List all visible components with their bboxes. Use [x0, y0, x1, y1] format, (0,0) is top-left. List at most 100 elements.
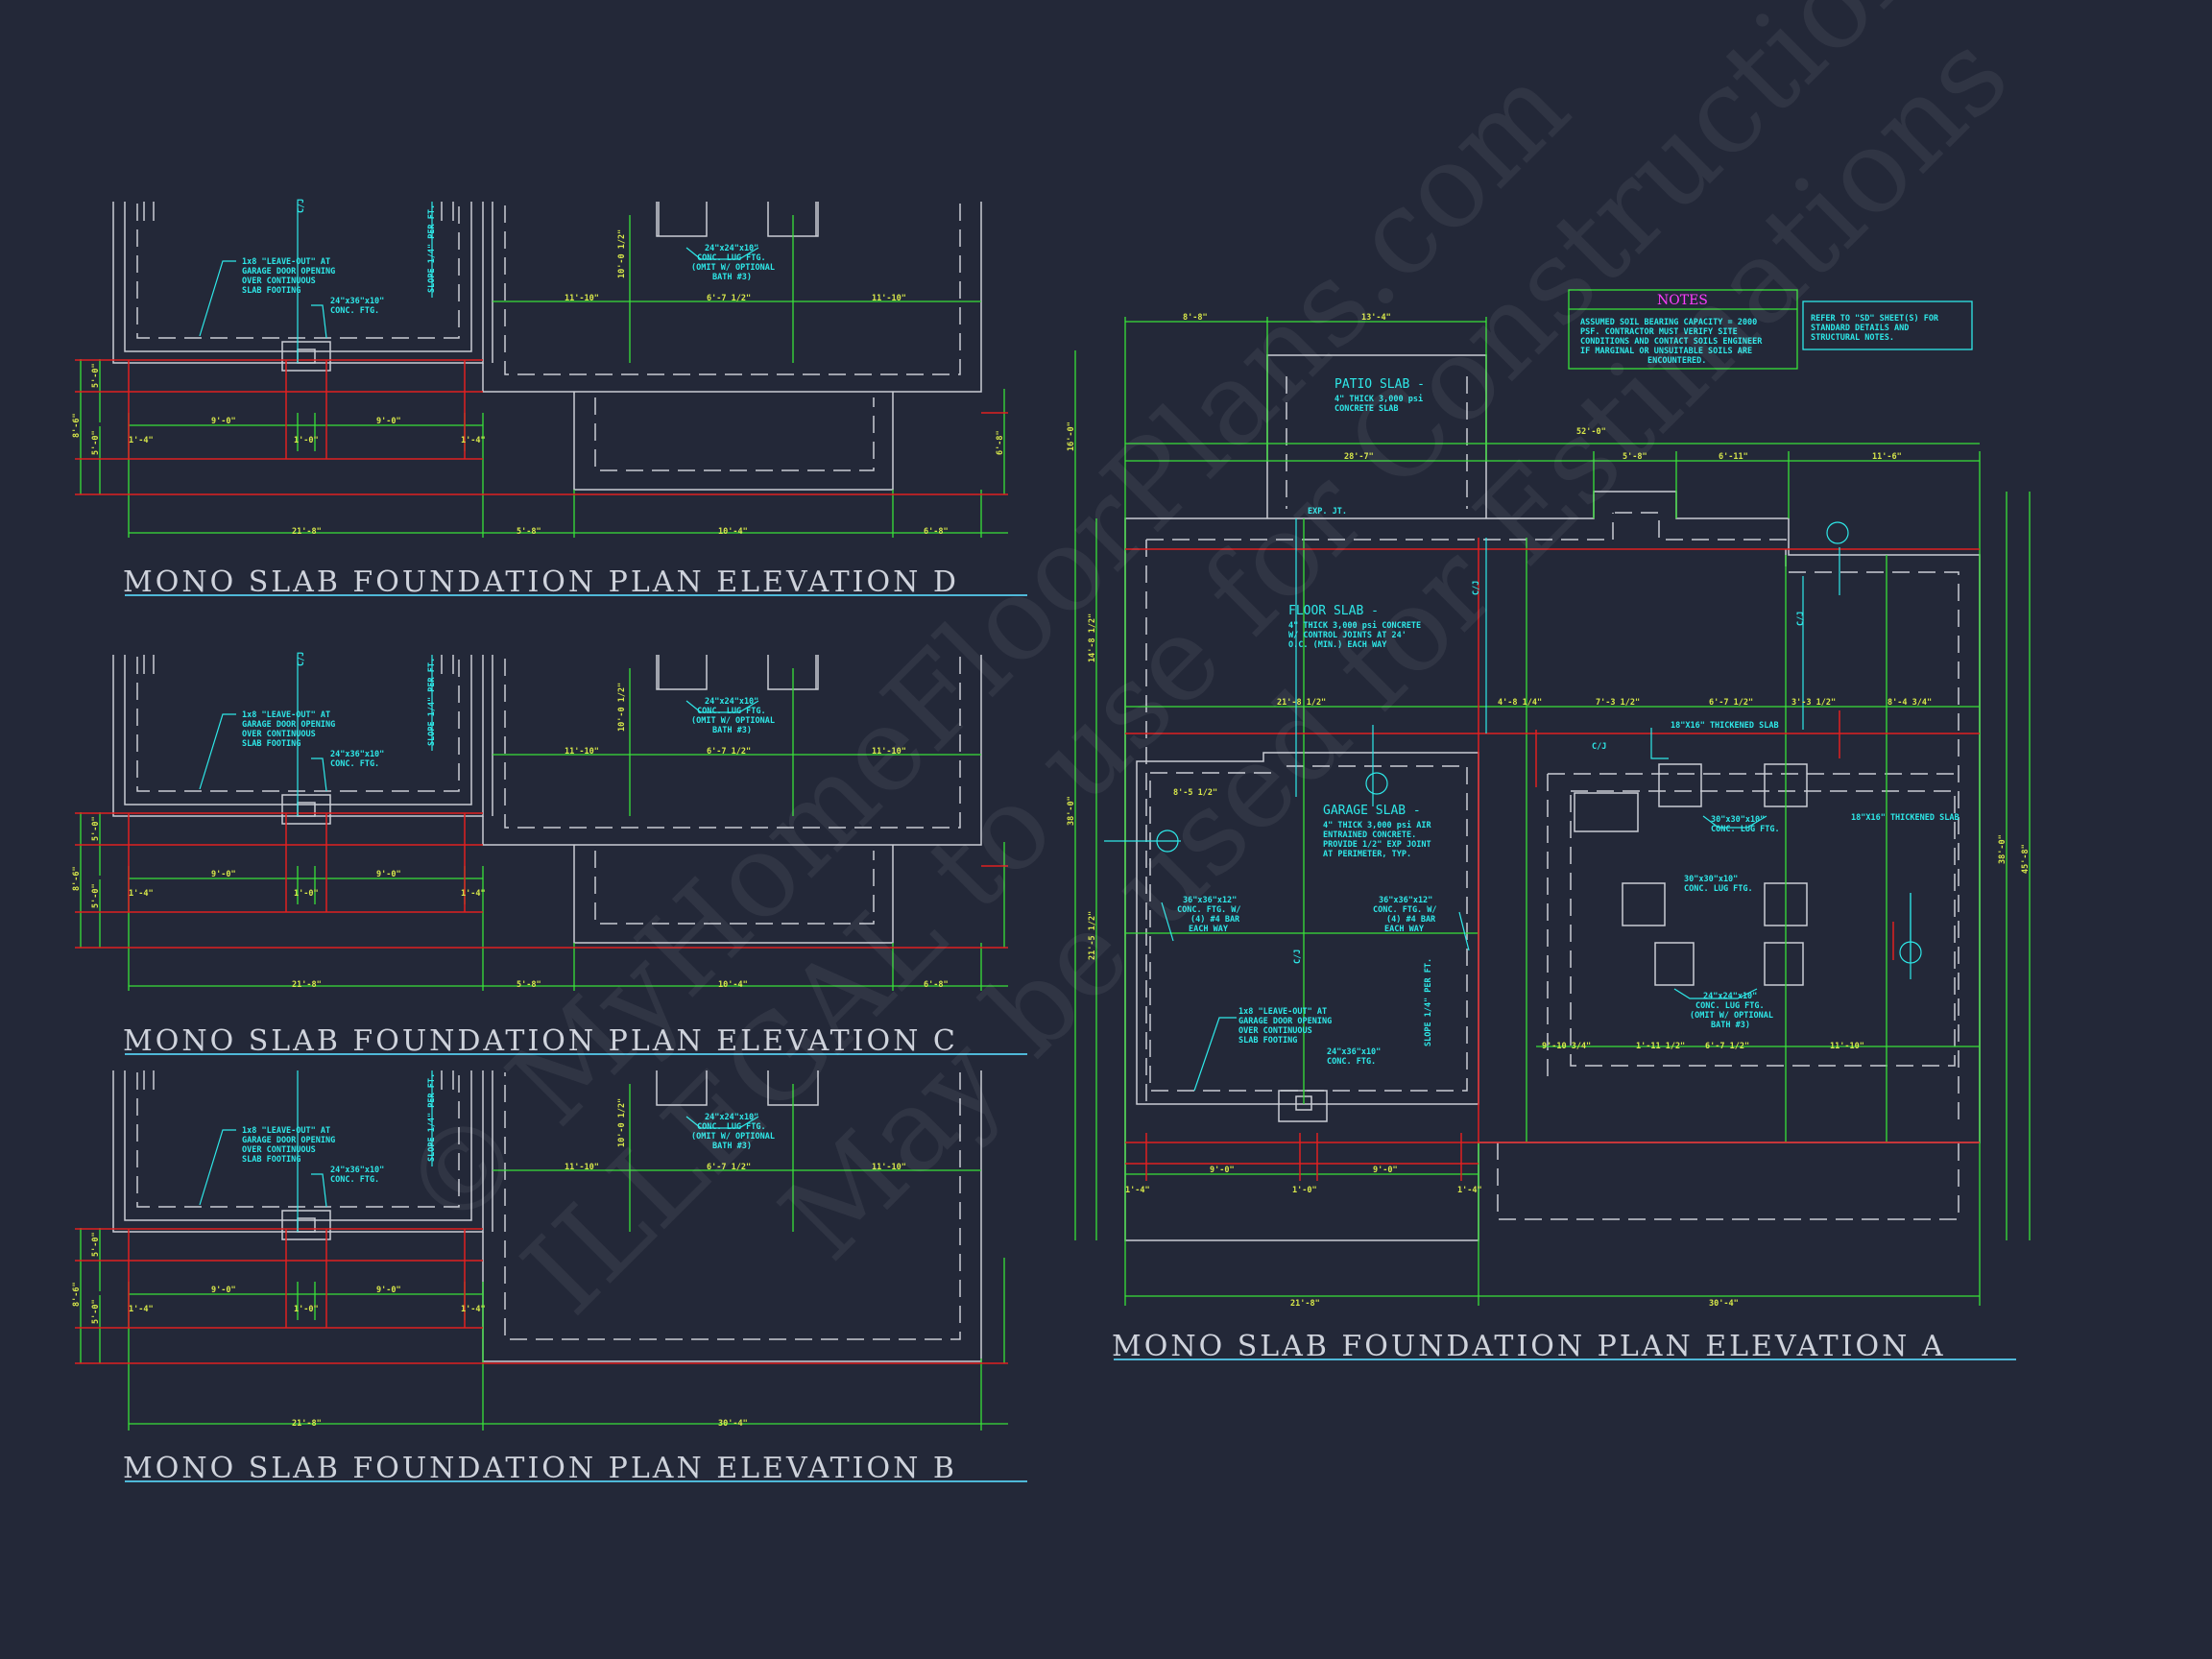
leave-out-a-line-4: SLAB FOOTING — [1238, 1036, 1297, 1046]
dim-10-0-half: 10'-0 1/2" — [617, 229, 627, 278]
dim-11-10-left: 11'-10" — [565, 747, 599, 757]
dim-1-0: 1'-0" — [294, 889, 319, 899]
slope-note: SLOPE 1/4" PER FT. — [427, 1073, 437, 1162]
footing-36-right-line-4: EACH WAY — [1384, 925, 1425, 934]
dim-5-8-a: 5'-8" — [1623, 452, 1647, 462]
dim-6-7-a-lower: 6'-7 1/2" — [1705, 1042, 1749, 1051]
dim-11-10-right: 11'-10" — [872, 747, 906, 757]
lug-footing-note-line-2: CONC. LUG FTG. — [697, 1122, 766, 1132]
dim-11-10-right: 11'-10" — [872, 294, 906, 303]
dim-1-0-a: 1'-0" — [1292, 1186, 1317, 1195]
cj-label-a-1: C/J — [1472, 581, 1481, 595]
dim-8-6-vertical: 8'-6" — [72, 866, 82, 891]
footing-note-line-1: 24"x36"x10" — [330, 297, 384, 306]
lug-30-upper-line-2: CONC. LUG FTG. — [1711, 825, 1780, 834]
dim-6-7-half: 6'-7 1/2" — [707, 1163, 751, 1172]
leave-out-a-line-3: OVER CONTINUOUS — [1238, 1026, 1312, 1036]
slope-note: SLOPE 1/4" PER FT. — [427, 658, 437, 746]
garage-slab-line-3: PROVIDE 1/2" EXP JOINT — [1323, 840, 1431, 850]
dim-1-4-right: 1'-4" — [461, 889, 486, 899]
dim-4-8: 4'-8 1/4" — [1498, 698, 1542, 708]
garage-slab-title: GARAGE SLAB - — [1323, 804, 1421, 818]
watermark: © MyHomeFloorPlans.com ILLEGAL to use fo… — [376, 0, 2033, 1339]
footing-36-left-line-4: EACH WAY — [1189, 925, 1229, 934]
thickened-slab-upper: 18"X16" THICKENED SLAB — [1671, 721, 1779, 731]
lug-a-line-2: CONC. LUG FTG. — [1695, 1001, 1765, 1011]
dim-8-4: 8'-4 3/4" — [1887, 698, 1932, 708]
thickened-slab-right: 18"X16" THICKENED SLAB — [1851, 813, 1960, 823]
floor-slab-line-3: O.C. (MIN.) EACH WAY — [1288, 640, 1387, 650]
dim-top-13-4: 13'-4" — [1361, 313, 1391, 323]
elevation-b-plan — [75, 1070, 1008, 1431]
cj-label-a-4: C/J — [1592, 742, 1606, 752]
dim-11-10-left: 11'-10" — [565, 1163, 599, 1172]
dim-11-10-a: 11'-10" — [1830, 1042, 1864, 1051]
dim-16-0-vertical: 16'-0" — [1067, 421, 1076, 451]
elevation-c-annotations: 1x8 "LEAVE-OUT" AT GARAGE DOOR OPENING O… — [72, 652, 949, 990]
footing-note-line-2: CONC. FTG. — [330, 759, 379, 769]
dim-9-0-left: 9'-0" — [211, 417, 236, 426]
lug-a-line-3: (OMIT W/ OPTIONAL — [1690, 1011, 1773, 1021]
dim-38-0-vertical-left: 38'-0" — [1067, 796, 1076, 826]
dim-30-4-a: 30'-4" — [1709, 1299, 1739, 1309]
lug-footing-note-line-4: BATH #3) — [712, 726, 752, 735]
control-joint-label: C/J — [297, 199, 306, 213]
title-elevation-a: MONO SLAB FOUNDATION PLAN ELEVATION A — [1112, 1330, 1946, 1363]
leave-out-note-line-1: 1x8 "LEAVE-OUT" AT — [242, 1126, 330, 1136]
lug-30-lower-line-1: 30"x30"x10" — [1684, 875, 1738, 884]
dim-14-8-vertical: 14'-8 1/2" — [1088, 613, 1097, 662]
lug-footing-note-line-1: 24"x24"x10" — [705, 697, 758, 707]
leave-out-a-line-1: 1x8 "LEAVE-OUT" AT — [1238, 1007, 1327, 1017]
dim-52-0: 52'-0" — [1576, 427, 1606, 437]
lug-footing-note-line-2: CONC. LUG FTG. — [697, 707, 766, 716]
footing-36-right-line-1: 36"x36"x12" — [1379, 896, 1432, 905]
dim-9-10: 9'-10 3/4" — [1542, 1042, 1591, 1051]
dim-10-4: 10'-4" — [718, 980, 748, 990]
notes-line-4: IF MARGINAL OR UNSUITABLE SOILS ARE — [1580, 347, 1752, 356]
dim-1-4-a-right: 1'-4" — [1457, 1186, 1482, 1195]
dim-11-10-right: 11'-10" — [872, 1163, 906, 1172]
dim-6-8: 6'-8" — [924, 527, 949, 537]
garage-slope-note: SLOPE 1/4" PER FT. — [1424, 958, 1433, 1046]
dim-3-3: 3'-3 1/2" — [1791, 698, 1836, 708]
notes-line-2: PSF. CONTRACTOR MUST VERIFY SITE — [1580, 327, 1738, 337]
lug-footing-note-line-3: (OMIT W/ OPTIONAL — [691, 1132, 775, 1142]
leave-out-note-line-3: OVER CONTINUOUS — [242, 276, 316, 286]
dim-6-0-right: 6'-8" — [996, 430, 1005, 455]
lug-footing-note-line-3: (OMIT W/ OPTIONAL — [691, 716, 775, 726]
leave-out-note-line-4: SLAB FOOTING — [242, 286, 301, 296]
expansion-joint-label: EXP. JT. — [1308, 507, 1347, 517]
dim-5-8: 5'-8" — [517, 527, 541, 537]
patio-slab-line-1: 4" THICK 3,000 psi — [1334, 394, 1423, 404]
leave-out-note-line-3: OVER CONTINUOUS — [242, 730, 316, 739]
dim-5-0-vertical-lower: 5'-0" — [91, 430, 101, 455]
footing-24x36-a-line-2: CONC. FTG. — [1327, 1057, 1376, 1067]
leave-out-note-line-4: SLAB FOOTING — [242, 739, 301, 749]
notes-line-5: ENCOUNTERED. — [1647, 356, 1706, 366]
leave-out-note-line-2: GARAGE DOOR OPENING — [242, 1136, 335, 1145]
dim-5-8: 5'-8" — [517, 980, 541, 990]
dim-6-7-half: 6'-7 1/2" — [707, 294, 751, 303]
dim-7-3: 7'-3 1/2" — [1596, 698, 1640, 708]
dim-9-0-a-right: 9'-0" — [1373, 1166, 1398, 1175]
refer-line-3: STRUCTURAL NOTES. — [1811, 333, 1894, 343]
dim-21-8-a: 21'-8" — [1290, 1299, 1320, 1309]
title-elevation-d: MONO SLAB FOUNDATION PLAN ELEVATION D — [123, 565, 959, 599]
dim-21-8-half: 21'-8 1/2" — [1277, 698, 1326, 708]
leave-out-note-line-4: SLAB FOOTING — [242, 1155, 301, 1165]
refer-line-2: STANDARD DETAILS AND — [1811, 324, 1909, 333]
garage-slab-line-2: ENTRAINED CONCRETE. — [1323, 830, 1416, 840]
footing-note-line-1: 24"x36"x10" — [330, 1166, 384, 1175]
footing-note-line-2: CONC. FTG. — [330, 306, 379, 316]
dim-38-0-vertical-right: 38'-0" — [1998, 834, 2008, 864]
slope-note: SLOPE 1/4" PER FT. — [427, 204, 437, 293]
lug-footing-note-line-1: 24"x24"x10" — [705, 244, 758, 253]
floor-slab-title: FLOOR SLAB - — [1288, 604, 1379, 618]
lug-30-upper-line-1: 30"x30"x10" — [1711, 815, 1765, 825]
dim-28-7: 28'-7" — [1344, 452, 1374, 462]
lug-footing-note-line-2: CONC. LUG FTG. — [697, 253, 766, 263]
cj-label-a-3: C/J — [1293, 950, 1303, 964]
garage-slab-line-1: 4" THICK 3,000 psi AIR — [1323, 820, 1431, 830]
dim-21-8: 21'-8" — [292, 527, 322, 537]
